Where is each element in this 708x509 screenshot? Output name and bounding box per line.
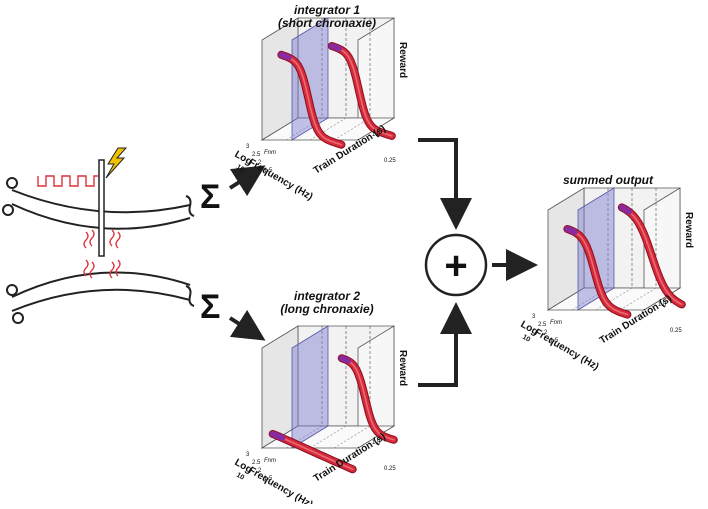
curve-highlight-1 <box>621 206 683 306</box>
curve-purple-1 <box>618 204 632 215</box>
freq-axis-sub: 10 <box>235 164 245 174</box>
curve-highlight-0 <box>566 228 629 316</box>
reward-label: Reward <box>683 212 694 248</box>
fnm-label: Fnm <box>264 458 276 464</box>
fnm-plane <box>577 187 615 311</box>
curve-purple-0 <box>278 51 292 61</box>
activation-waves <box>83 229 121 279</box>
sigma-icon-bottom: Σ <box>200 288 220 326</box>
dur-tick-1: 0.25 <box>384 466 396 472</box>
fnm-plane <box>291 325 329 449</box>
plus-icon: + <box>424 233 488 297</box>
floor-grid-line <box>333 425 371 449</box>
dur-tick-0: 1.0 <box>372 440 381 446</box>
freq-tick-2: 2 <box>544 330 548 336</box>
electrode <box>98 159 105 257</box>
fnm-plane <box>291 17 329 141</box>
floor-grid-line <box>309 425 347 449</box>
reward-label: Reward <box>397 42 408 78</box>
summed-output-title: summed output <box>563 173 653 187</box>
floor-grid-line <box>619 287 657 311</box>
stimulus-pulse-train <box>37 175 98 187</box>
freq-tick-1: 2.5 <box>252 152 261 158</box>
curve-purple-0 <box>564 226 578 236</box>
reward-label: Reward <box>397 350 408 386</box>
integrator1-title: integrator 1 (short chronaxie) <box>277 3 376 30</box>
floor-grid-line <box>595 287 633 311</box>
freq-tick-1: 2.5 <box>252 460 261 466</box>
axon-pair <box>2 177 195 324</box>
freq-tick-2: 2 <box>258 160 262 166</box>
dur-tick-1: 0.25 <box>670 328 682 334</box>
floor-grid-line <box>285 425 323 449</box>
freq-tick-0: 3 <box>246 144 250 150</box>
sigma-arrows <box>228 165 266 341</box>
floor-grid-line <box>333 117 371 141</box>
freq-tick-3: 1.5 <box>264 476 273 482</box>
fnm-label: Fnm <box>264 150 276 156</box>
curve-highlight-1 <box>331 45 393 137</box>
curve-purple-1 <box>338 355 351 364</box>
freq-axis-sub: 10 <box>235 472 245 482</box>
dur-tick-0: 1.0 <box>372 132 381 138</box>
curve-purple-0 <box>269 430 286 441</box>
freq-tick-0: 3 <box>532 314 536 320</box>
freq-axis-title: Frequency (Hz) <box>247 465 315 504</box>
freq-axis-title: Frequency (Hz) <box>247 157 315 203</box>
freq-tick-1: 2.5 <box>538 322 547 328</box>
floor-grid-line <box>285 117 323 141</box>
lightning-bolt-icon <box>105 147 128 179</box>
freq-tick-2: 2 <box>258 468 262 474</box>
curve-highlight-0 <box>280 54 343 146</box>
dur-tick-0: 1.0 <box>658 302 667 308</box>
combine-arrows <box>418 138 538 387</box>
sigma-icon-top: Σ <box>200 178 220 216</box>
freq-axis-sub: 10 <box>521 334 531 344</box>
fnm-label: Fnm <box>550 320 562 326</box>
freq-tick-3: 1.5 <box>264 168 273 174</box>
curve-purple-1 <box>328 43 342 52</box>
integrator2-title: integrator 2 (long chronaxie) <box>280 289 374 316</box>
svg-text:+: + <box>444 244 467 288</box>
freq-axis-title: Frequency (Hz) <box>533 327 601 373</box>
dur-tick-1: 0.25 <box>384 158 396 164</box>
freq-tick-3: 1.5 <box>550 338 559 344</box>
floor-grid-line <box>571 287 609 311</box>
freq-tick-0: 3 <box>246 452 250 458</box>
curve-highlight-0 <box>271 433 354 471</box>
floor-grid-line <box>309 117 347 141</box>
